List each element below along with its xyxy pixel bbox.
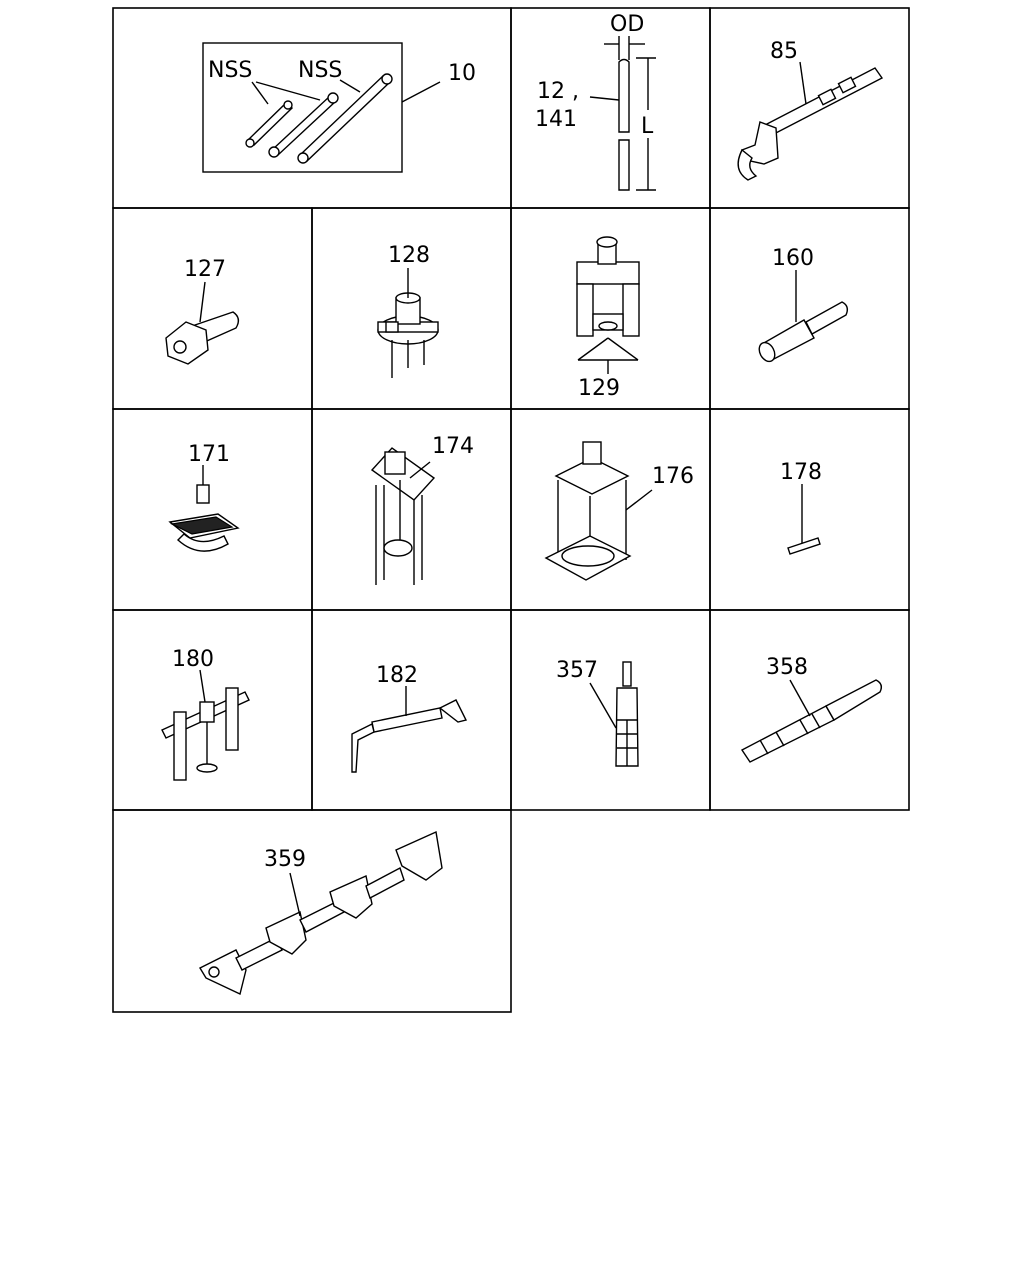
label-359: 359 bbox=[264, 847, 306, 872]
label-174: 174 bbox=[432, 434, 474, 459]
part-176-press-frame: 176 bbox=[544, 441, 694, 581]
label-85: 85 bbox=[770, 39, 798, 64]
label-178: 178 bbox=[780, 460, 822, 485]
part-85-hook-tool: 85 bbox=[737, 39, 884, 181]
label-128: 128 bbox=[388, 243, 430, 268]
label-180: 180 bbox=[172, 647, 214, 672]
part-10-wrench-set: NSS NSS 10 bbox=[202, 42, 476, 173]
label-12: 12 , bbox=[537, 79, 579, 104]
part-129-bearing-puller: 129 bbox=[576, 236, 640, 401]
part-357-handle: 357 bbox=[556, 658, 639, 767]
label-141: 141 bbox=[535, 107, 577, 132]
label-357: 357 bbox=[556, 658, 598, 683]
part-178-pin: 178 bbox=[780, 460, 822, 555]
label-nss-2: NSS bbox=[298, 58, 342, 83]
part-171-gear-puller: 171 bbox=[168, 442, 240, 552]
label-358: 358 bbox=[766, 655, 808, 680]
part-182-bracket: 182 bbox=[351, 663, 468, 773]
label-127: 127 bbox=[184, 257, 226, 282]
wrench-illustration bbox=[245, 73, 441, 164]
part-358-long-handle: 358 bbox=[740, 655, 883, 763]
label-129: 129 bbox=[578, 376, 620, 401]
part-180-bar-puller: 180 bbox=[161, 647, 250, 781]
part-128-puller: 128 bbox=[377, 243, 439, 378]
label-182: 182 bbox=[376, 663, 418, 688]
part-127-nut-tool: 127 bbox=[165, 257, 240, 365]
label-nss-1: NSS bbox=[208, 58, 252, 83]
label-l: L bbox=[641, 114, 654, 139]
label-171: 171 bbox=[188, 442, 230, 467]
part-174-jaw-puller: 174 bbox=[370, 434, 474, 585]
label-10: 10 bbox=[448, 61, 476, 86]
label-176: 176 bbox=[652, 464, 694, 489]
part-160-adapter: 160 bbox=[758, 246, 849, 363]
label-160: 160 bbox=[772, 246, 814, 271]
label-od: OD bbox=[610, 12, 644, 37]
grid-lines bbox=[112, 7, 910, 1013]
part-359-bar-assembly: 359 bbox=[199, 830, 443, 995]
part-12-141-rod: OD 12 , 141 L bbox=[535, 12, 656, 191]
